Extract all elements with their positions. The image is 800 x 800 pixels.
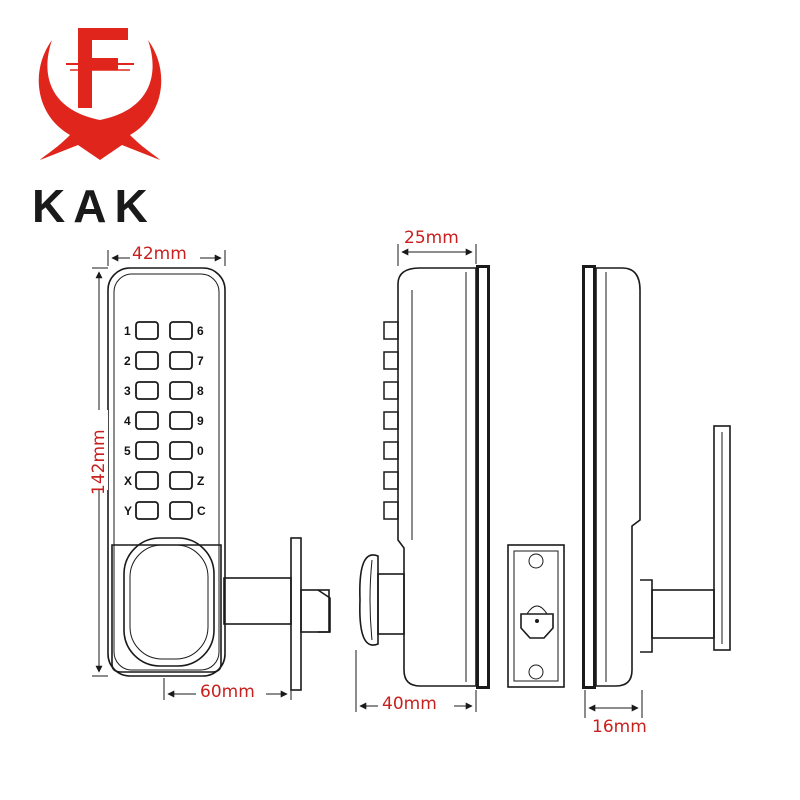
keypad-button bbox=[135, 441, 159, 460]
dim-front-height: 142mm bbox=[89, 429, 109, 495]
dim-front-width: 42mm bbox=[132, 244, 187, 264]
keypad-button bbox=[169, 411, 193, 430]
keypad-label: Z bbox=[197, 474, 204, 488]
keypad-button bbox=[135, 321, 159, 340]
keypad-button bbox=[135, 501, 159, 520]
kak-f-crescent-logo-icon bbox=[38, 28, 162, 160]
keypad-button bbox=[169, 441, 193, 460]
back-view bbox=[582, 265, 731, 689]
keypad-button bbox=[169, 351, 193, 370]
front-view: 1 6 2 7 3 8 4 9 5 0X Z Y C bbox=[107, 267, 331, 691]
keypad-label: 1 bbox=[124, 324, 131, 338]
back-dimensions: 16mm bbox=[584, 690, 647, 737]
dim-front-spindle: 60mm bbox=[200, 682, 255, 702]
keypad-button bbox=[169, 381, 193, 400]
keypad-button bbox=[169, 321, 193, 340]
keypad-label: 4 bbox=[124, 414, 131, 428]
keypad-label: 6 bbox=[197, 324, 204, 338]
side-key-stub bbox=[383, 381, 399, 400]
keypad-button bbox=[135, 351, 159, 370]
keypad-label: Y bbox=[124, 504, 132, 518]
keypad-label: 0 bbox=[197, 444, 204, 458]
keypad-button bbox=[135, 471, 159, 490]
keypad-button bbox=[135, 411, 159, 430]
keypad-button bbox=[169, 501, 193, 520]
side-key-stub bbox=[383, 411, 399, 430]
dim-side-depth: 25mm bbox=[404, 228, 459, 248]
brand-name: KAK bbox=[32, 180, 156, 232]
keypad-label: C bbox=[197, 504, 206, 518]
knob-outline bbox=[123, 537, 215, 667]
keypad: 1 6 2 7 3 8 4 9 5 0X Z Y C bbox=[124, 321, 206, 520]
keypad-label: 7 bbox=[197, 354, 204, 368]
side-key-stub bbox=[383, 321, 399, 340]
side-key-stub bbox=[383, 351, 399, 370]
front-dimensions: 42mm 142mm 60mm bbox=[88, 244, 292, 702]
side-key-stub bbox=[383, 471, 399, 490]
latch-plate bbox=[507, 544, 565, 688]
keypad-button bbox=[169, 471, 193, 490]
keypad-label: 8 bbox=[197, 384, 204, 398]
keypad-label: 9 bbox=[197, 414, 204, 428]
keypad-button bbox=[135, 381, 159, 400]
dim-side-total: 40mm bbox=[382, 694, 437, 714]
side-dimensions: 25mm 40mm bbox=[355, 228, 477, 714]
dim-back-lever: 16mm bbox=[592, 717, 647, 737]
side-key-stub bbox=[383, 441, 399, 460]
keypad-label: 2 bbox=[124, 354, 131, 368]
side-view bbox=[359, 265, 490, 689]
keypad-label: X bbox=[124, 474, 132, 488]
keypad-label: 3 bbox=[124, 384, 131, 398]
side-key-stub bbox=[383, 501, 399, 520]
keypad-label: 5 bbox=[124, 444, 131, 458]
